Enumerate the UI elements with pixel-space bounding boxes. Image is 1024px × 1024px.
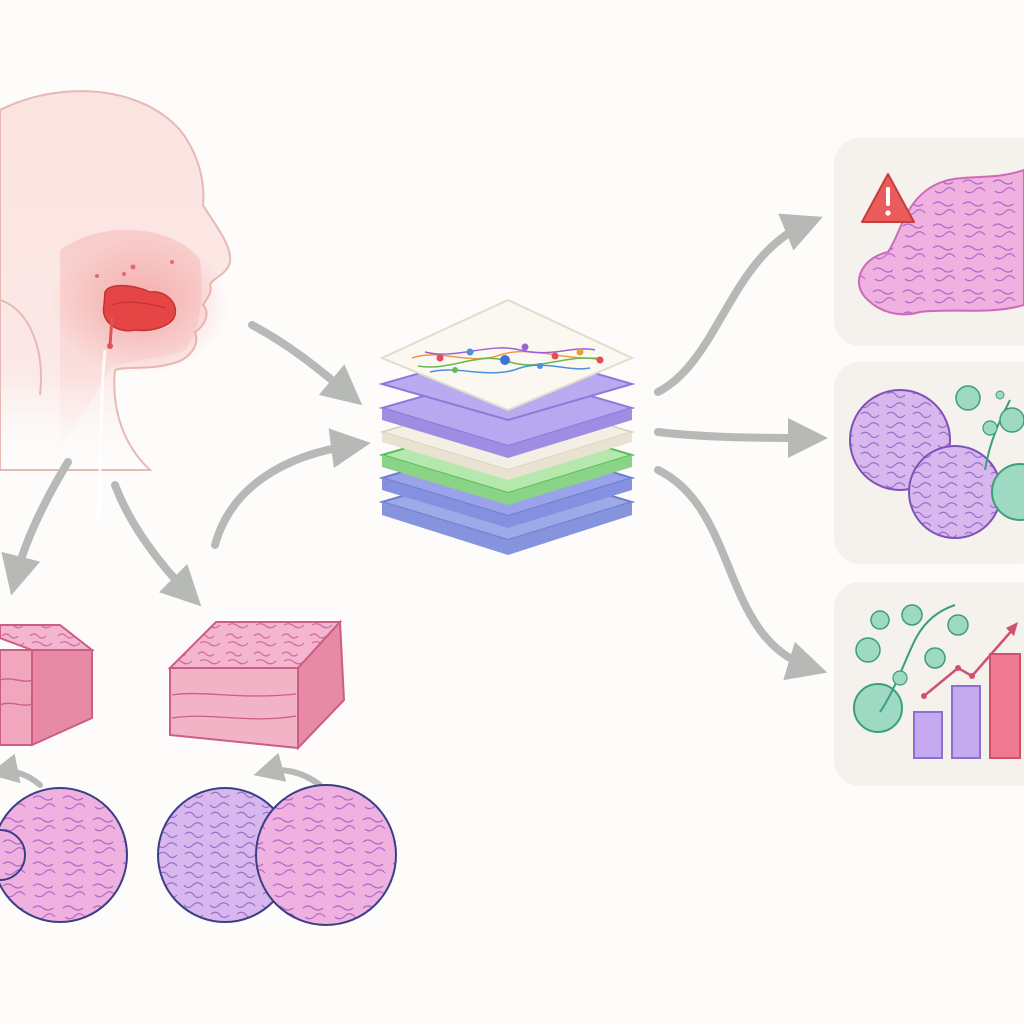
warning-icon xyxy=(861,173,915,223)
output-card-trend xyxy=(834,582,1024,786)
cell-cluster-icon xyxy=(849,385,1024,539)
cell-micrograph-pink-a xyxy=(0,787,128,923)
head-profile-icon xyxy=(0,90,232,521)
tissue-block-a-icon xyxy=(0,624,95,747)
cell-micrograph-mixed-b xyxy=(255,784,397,926)
arrow-block-b-to-cell xyxy=(253,752,323,788)
arrow-stack-to-output-cells xyxy=(654,417,828,458)
tissue-block-b-icon xyxy=(167,619,346,751)
arrow-stack-to-output-trend xyxy=(654,466,828,681)
cell-micrograph-pink-b xyxy=(0,829,26,881)
arrow-head-to-stack xyxy=(248,321,363,406)
arrow-block-b-to-stack xyxy=(211,428,371,549)
arrow-head-to-block-b xyxy=(111,481,202,607)
flow-arrows xyxy=(0,213,828,788)
arrow-stack-to-output-tumor xyxy=(654,213,823,396)
output-card-tumor xyxy=(834,138,1024,346)
branch-icon xyxy=(853,604,969,733)
output-card-cells xyxy=(834,362,1024,564)
arrow-block-a-to-cell xyxy=(0,753,43,788)
bar-chart-icon xyxy=(913,622,1021,759)
slide-stack-icon xyxy=(378,298,636,555)
arrow-head-to-block-a xyxy=(1,458,72,596)
